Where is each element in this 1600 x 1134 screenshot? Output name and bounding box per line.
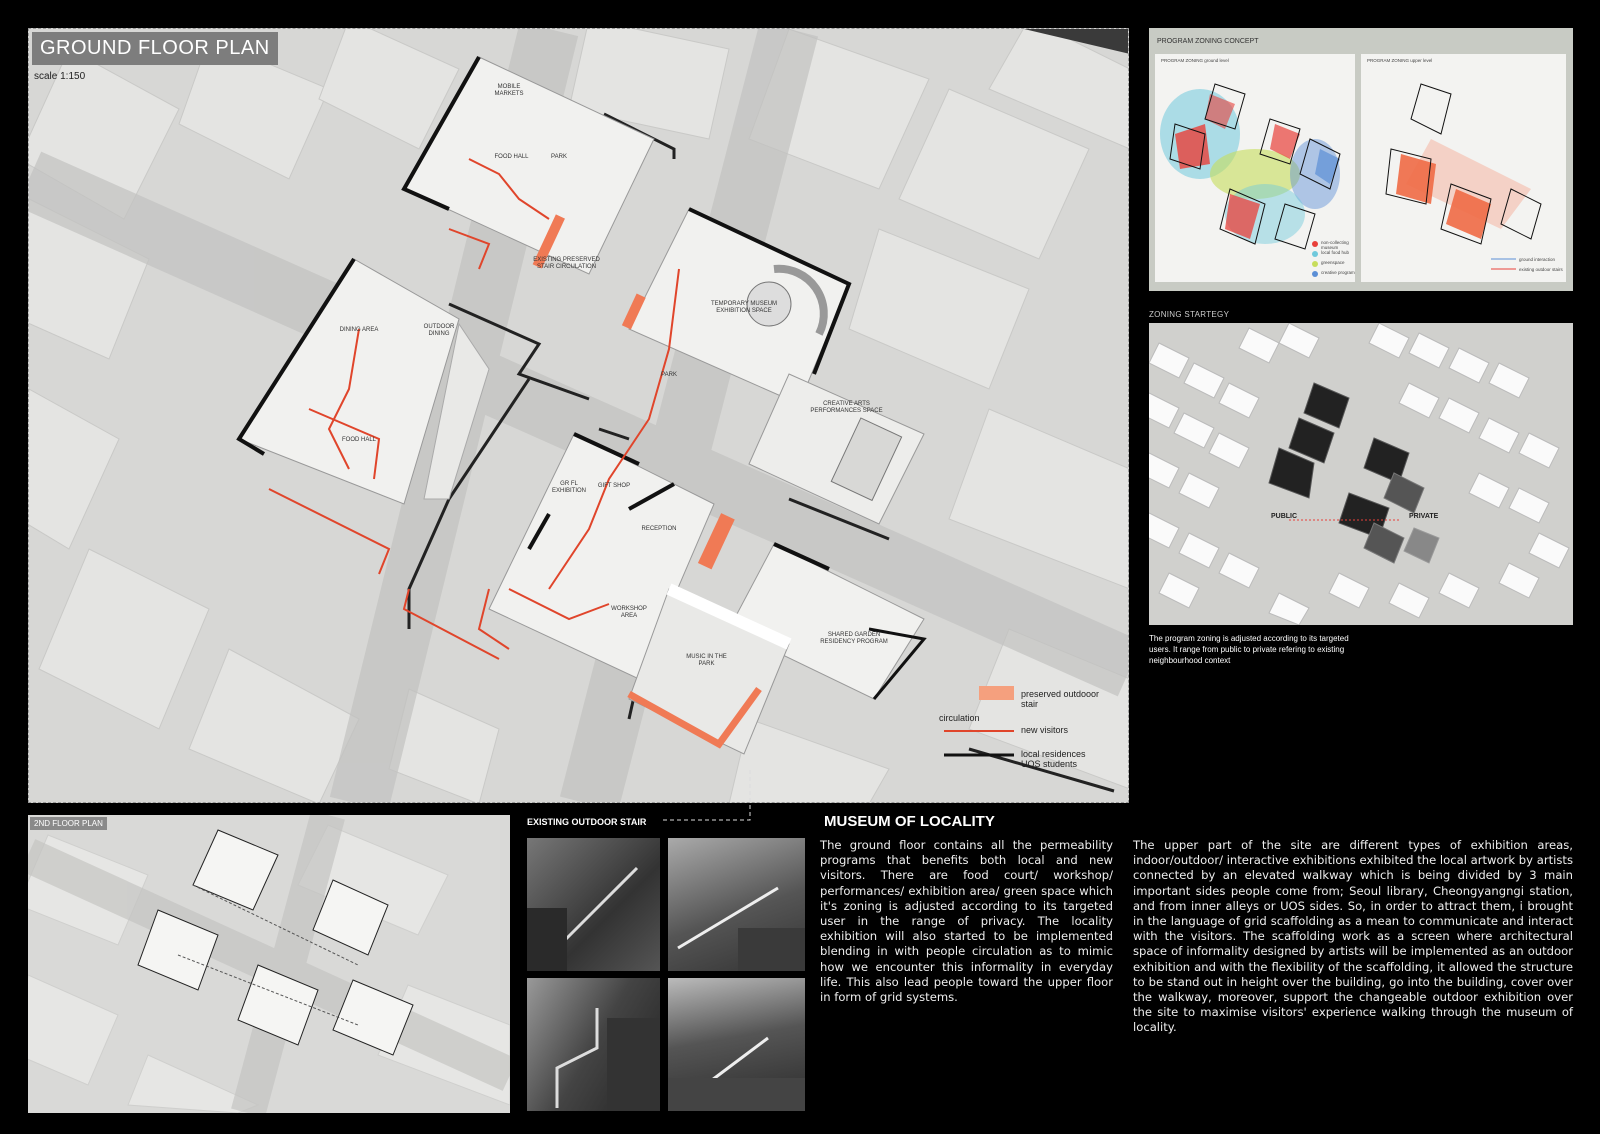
zoning-upper-caption: PROGRAM ZONING upper level	[1367, 58, 1433, 63]
legend-new-visitors: new visitors	[1021, 725, 1069, 735]
new-visitors-circulation	[268, 488, 510, 660]
building-shared-garden	[627, 542, 927, 755]
scale-label: scale 1:150	[34, 71, 86, 82]
zoning-ground-diagram	[1160, 83, 1341, 277]
label-private: PRIVATE	[1409, 513, 1439, 520]
legend-creative: creative program	[1321, 270, 1355, 275]
legend-outdoor-stairs: existing outdoor stairs	[1519, 267, 1563, 272]
legend-green: greenspace	[1321, 260, 1345, 265]
museum-paragraph-1: The ground floor contains all the permea…	[820, 838, 1113, 1005]
zoning-ground-panel: PROGRAM ZONING ground level non-collecti…	[1155, 54, 1355, 282]
legend-preserved: preserved outdooor stair	[1021, 689, 1100, 709]
legend-local: local residences UOS students	[1021, 749, 1086, 769]
label-existing-stair: EXISTING PRESERVED STAIR CIRCULATION	[533, 257, 600, 270]
ground-floor-drawing	[29, 29, 1128, 802]
legend-museum: non-collecting museum	[1321, 240, 1349, 250]
label-music-in-park: MUSIC IN THE PARK	[686, 654, 727, 667]
building-left	[236, 257, 490, 505]
label-dining-area: DINING AREA	[339, 327, 379, 333]
label-shared-garden: SHARED GARDEN RESIDENCY PROGRAM	[820, 632, 888, 645]
legend-circulation: circulation	[939, 713, 980, 723]
building-top	[401, 56, 655, 275]
label-outdoor-dining: OUTDOOR DINING	[423, 324, 455, 337]
zoning-strategy-caption: The program zoning is adjusted according…	[1149, 634, 1349, 665]
label-gift-shop: GIFT SHOP	[597, 483, 631, 489]
label-reception: RECEPTION	[641, 526, 677, 532]
stair-photo-1	[527, 838, 660, 971]
second-floor-plan: 2ND FLOOR PLAN	[28, 815, 510, 1113]
zoning-upper-panel: PROGRAM ZONING upper level ground intera…	[1361, 54, 1566, 282]
label-park-mid: PARK	[661, 372, 677, 378]
program-zoning-concept: PROGRAM ZONING CONCEPT	[1149, 28, 1573, 291]
label-workshop-area: WORKSHOP AREA	[611, 606, 647, 619]
label-food-hall-top: FOOD HALL	[494, 154, 529, 160]
legend-ground-interaction: ground interaction	[1519, 257, 1556, 262]
stair-photo-4	[668, 978, 805, 1111]
museum-title: MUSEUM OF LOCALITY	[824, 813, 995, 830]
label-gr-fl-exhibition: GR FL EXHIBITION	[551, 481, 586, 494]
context-buildings	[29, 29, 1128, 802]
second-floor-drawing	[28, 815, 510, 1113]
building-temporary-museum	[621, 207, 852, 405]
zoning-strategy: PUBLIC PRIVATE	[1149, 323, 1573, 625]
label-creative-arts: CREATIVE ARTS PERFORMANCES SPACE	[810, 401, 883, 414]
label-temporary-museum: TEMPORARY MUSEUM EXHIBITION SPACE	[710, 301, 778, 314]
second-floor-title: 2ND FLOOR PLAN	[30, 817, 107, 830]
stair-photo-2	[668, 838, 805, 971]
page-title: GROUND FLOOR PLAN	[32, 32, 278, 65]
stair-connector	[660, 770, 751, 821]
museum-paragraph-2: The upper part of the site are different…	[1133, 838, 1573, 1035]
building-creative-arts	[748, 373, 925, 525]
stair-photo-3	[527, 978, 660, 1111]
zoning-concept-title: PROGRAM ZONING CONCEPT	[1157, 38, 1259, 45]
label-food-hall-left: FOOD HALL	[341, 437, 376, 443]
ground-floor-plan: GROUND FLOOR PLAN scale 1:150 MOBILE MAR…	[28, 28, 1129, 803]
label-mobile-markets: MOBILE MARKETS	[494, 84, 524, 97]
label-public: PUBLIC	[1271, 513, 1298, 520]
zoning-ground-caption: PROGRAM ZONING ground level	[1161, 58, 1229, 63]
legend-food: local food hub	[1321, 250, 1350, 255]
label-park-top: PARK	[551, 154, 567, 160]
zoning-strategy-title: ZONING STARTEGY	[1149, 310, 1230, 319]
zoning-upper-diagram	[1385, 83, 1542, 270]
zoning-strategy-map	[1149, 323, 1570, 625]
legend-preserved-swatch	[979, 686, 1014, 700]
stair-photos-title: EXISTING OUTDOOR STAIR	[527, 817, 647, 827]
zoning-legend-dots	[1312, 241, 1318, 277]
